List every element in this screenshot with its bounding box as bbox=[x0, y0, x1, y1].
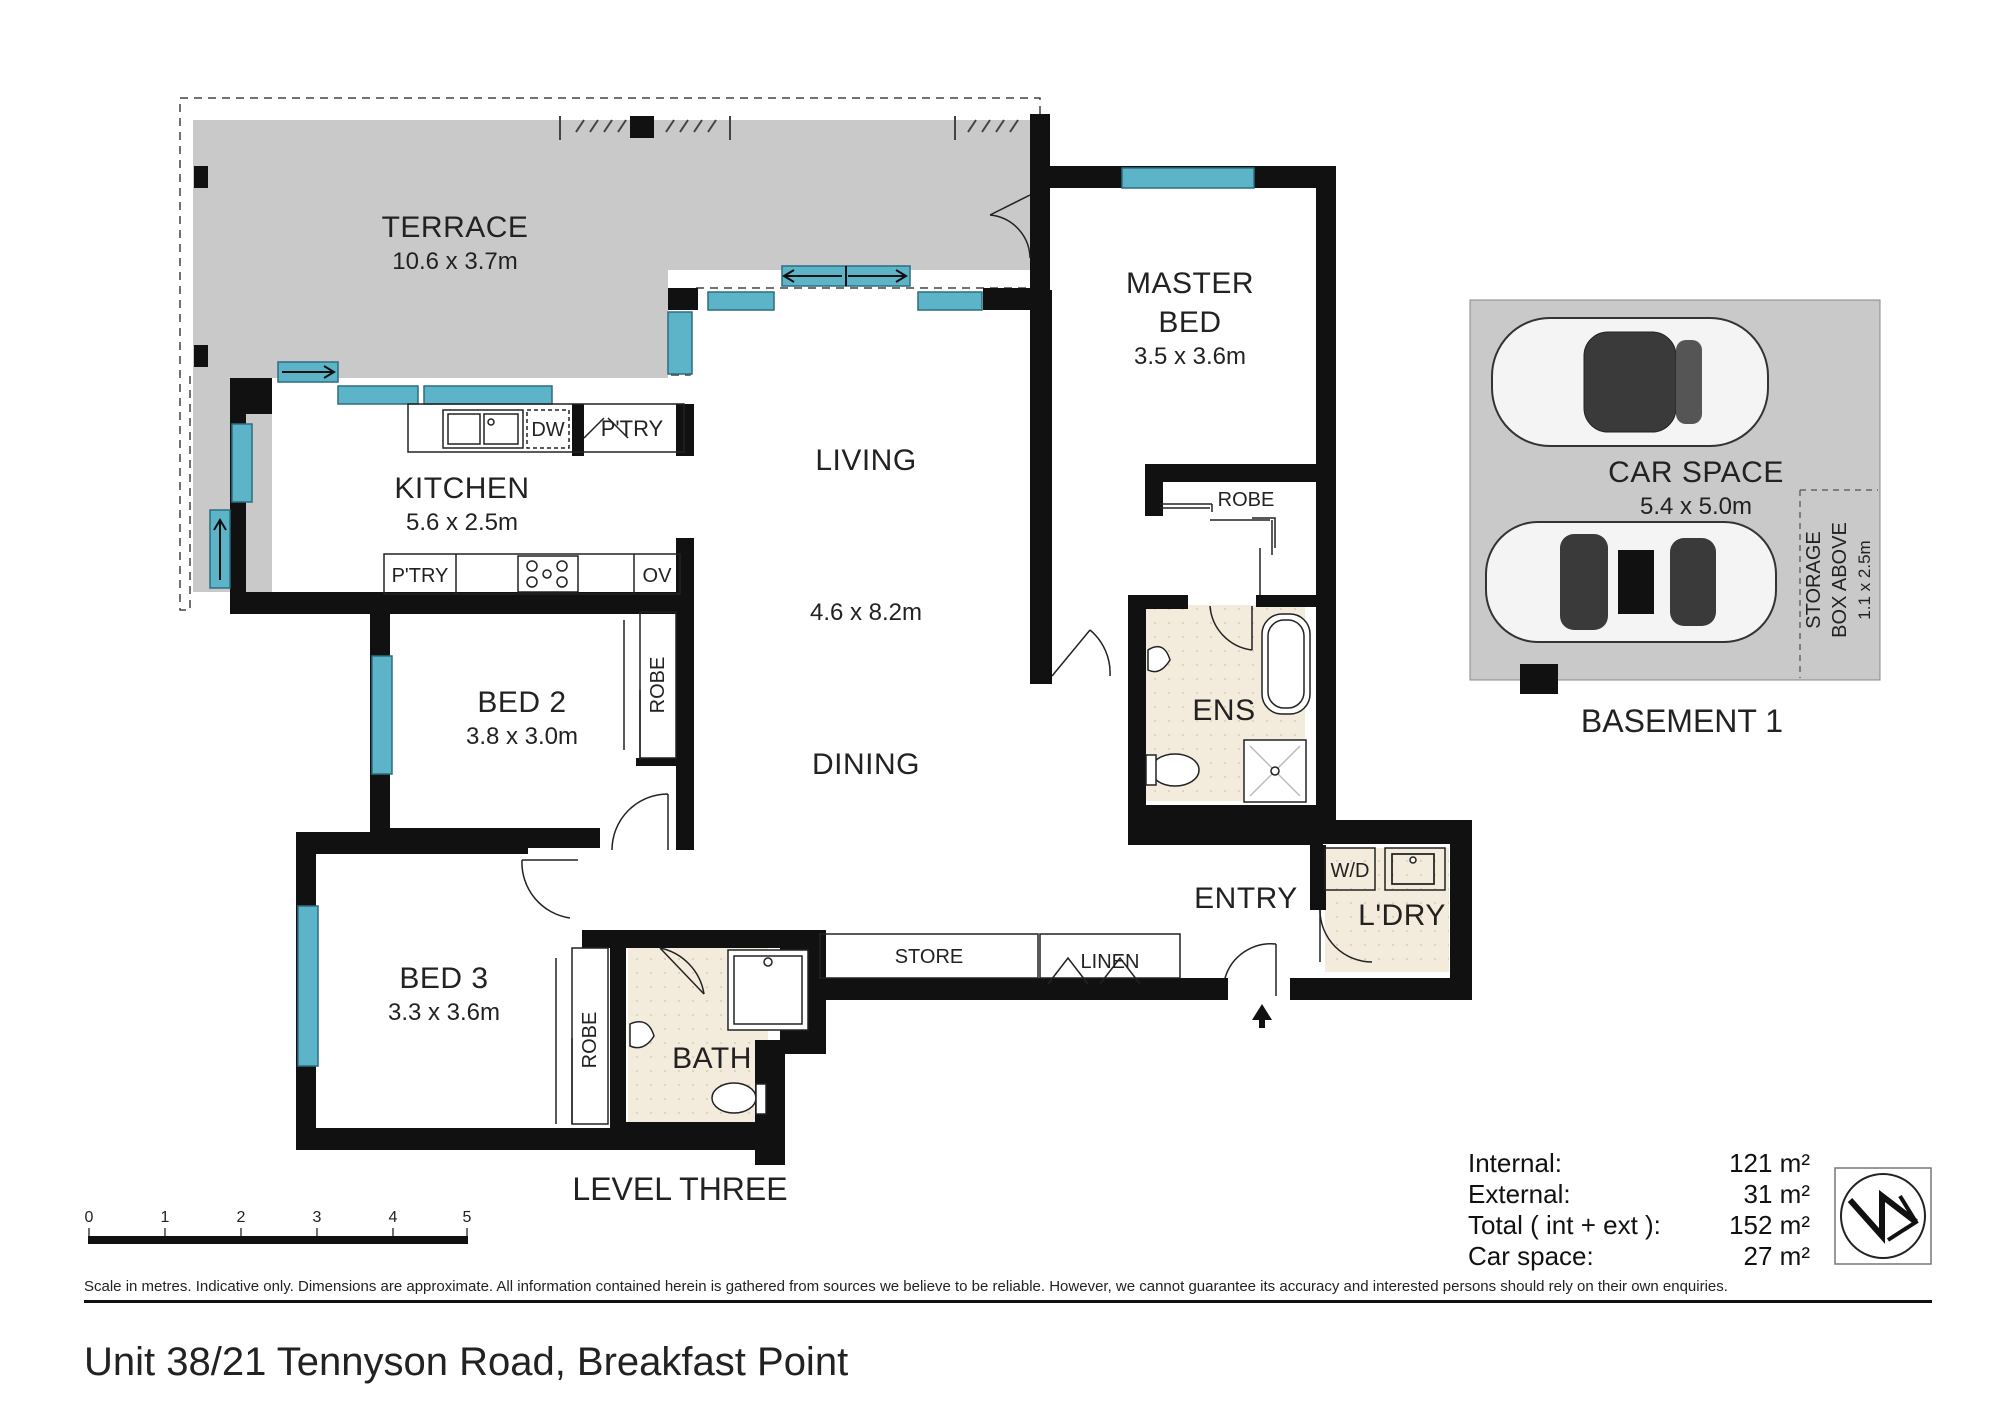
master-bed-name-1: MASTER bbox=[1126, 267, 1254, 300]
bath-fixtures bbox=[629, 853, 1435, 1115]
terrace-name: TERRACE bbox=[382, 211, 529, 244]
area-value: 121 m² bbox=[1729, 1148, 1810, 1178]
pantry-top-label: P'TRY bbox=[601, 416, 664, 441]
bed3-name: BED 3 bbox=[399, 962, 488, 995]
store-label: STORE bbox=[895, 946, 964, 968]
robe-bed3-label: ROBE bbox=[579, 1012, 601, 1069]
car-top-icon bbox=[1491, 317, 1769, 447]
area-value: 31 m² bbox=[1743, 1179, 1810, 1209]
entry-name: ENTRY bbox=[1194, 882, 1298, 915]
bed2-name: BED 2 bbox=[477, 686, 566, 719]
area-label: Total ( int + ext ): bbox=[1468, 1210, 1661, 1240]
footer-divider bbox=[84, 1300, 1932, 1303]
pantry-bottom-label: P'TRY bbox=[392, 565, 449, 587]
area-table: Internal: 121 m² External: 31 m² Total (… bbox=[1468, 1148, 1810, 1272]
car-space-size: 5.4 x 5.0m bbox=[1640, 493, 1752, 520]
area-row-total: Total ( int + ext ): 152 m² bbox=[1468, 1210, 1810, 1241]
bed3-size: 3.3 x 3.6m bbox=[388, 999, 500, 1026]
scale-tick-0: 0 bbox=[85, 1209, 94, 1226]
car-bottom-icon bbox=[1485, 521, 1777, 643]
area-value: 27 m² bbox=[1743, 1241, 1810, 1271]
property-address: Unit 38/21 Tennyson Road, Breakfast Poin… bbox=[84, 1340, 849, 1384]
storage-size-label: 1.1 x 2.5m bbox=[1855, 540, 1874, 619]
terrace-size: 10.6 x 3.7m bbox=[392, 248, 517, 275]
robe-bed2-label: ROBE bbox=[647, 657, 669, 714]
linen-label: LINEN bbox=[1081, 951, 1140, 973]
laundry-floor bbox=[1325, 848, 1449, 972]
area-label: Internal: bbox=[1468, 1148, 1562, 1178]
car-space-name: CAR SPACE bbox=[1608, 456, 1784, 489]
terrace bbox=[179, 97, 1041, 611]
north-compass-icon bbox=[1834, 1167, 1932, 1265]
dining-name: DINING bbox=[812, 748, 920, 781]
area-row-car-space: Car space: 27 m² bbox=[1468, 1241, 1810, 1272]
dw-label: DW bbox=[531, 419, 564, 441]
scale-bar: 0 1 2 3 4 5 bbox=[85, 1209, 472, 1244]
robe-lines bbox=[555, 507, 1446, 1125]
area-label: External: bbox=[1468, 1179, 1571, 1209]
scale-tick-3: 3 bbox=[313, 1209, 322, 1226]
robe-master-label: ROBE bbox=[1218, 489, 1275, 511]
car-space bbox=[1469, 299, 1881, 694]
oven-label: OV bbox=[643, 565, 673, 587]
bath-name: BATH bbox=[672, 1042, 752, 1075]
master-bed-size: 3.5 x 3.6m bbox=[1134, 343, 1246, 370]
entry-arrow bbox=[1252, 1004, 1272, 1028]
bed2-size: 3.8 x 3.0m bbox=[466, 723, 578, 750]
scale-tick-1: 1 bbox=[161, 1209, 170, 1226]
room-labels: TERRACE 10.6 x 3.7m MASTER BED 3.5 x 3.6… bbox=[382, 211, 1784, 1075]
master-bed-name-2: BED bbox=[1158, 306, 1221, 339]
area-label: Car space: bbox=[1468, 1241, 1594, 1271]
level-title: LEVEL THREE bbox=[572, 1171, 787, 1207]
storage-label-2: BOX ABOVE bbox=[1829, 522, 1851, 638]
scale-tick-5: 5 bbox=[463, 1209, 472, 1226]
basement-title: BASEMENT 1 bbox=[1581, 703, 1783, 739]
ens-name: ENS bbox=[1192, 694, 1255, 727]
kitchen-name: KITCHEN bbox=[394, 472, 529, 505]
kitchen-fixtures bbox=[383, 403, 685, 595]
area-value: 152 m² bbox=[1729, 1210, 1810, 1240]
area-row-external: External: 31 m² bbox=[1468, 1179, 1810, 1210]
living-name: LIVING bbox=[815, 444, 916, 477]
ensuite-fixtures bbox=[1145, 613, 1311, 803]
kitchen-size: 5.6 x 2.5m bbox=[406, 509, 518, 536]
area-row-internal: Internal: 121 m² bbox=[1468, 1148, 1810, 1179]
laundry-name: L'DRY bbox=[1358, 899, 1446, 932]
wd-label: W/D bbox=[1331, 860, 1370, 882]
fixture-labels: DW P'TRY P'TRY OV ROBE ROBE ROBE STORE L… bbox=[392, 416, 1874, 1068]
doors bbox=[521, 194, 1373, 996]
scale-tick-4: 4 bbox=[389, 1209, 398, 1226]
scale-tick-2: 2 bbox=[237, 1209, 246, 1226]
storage-label-1: STORAGE bbox=[1803, 531, 1825, 628]
living-size: 4.6 x 8.2m bbox=[810, 599, 922, 626]
disclaimer: Scale in metres. Indicative only. Dimens… bbox=[84, 1278, 1728, 1295]
